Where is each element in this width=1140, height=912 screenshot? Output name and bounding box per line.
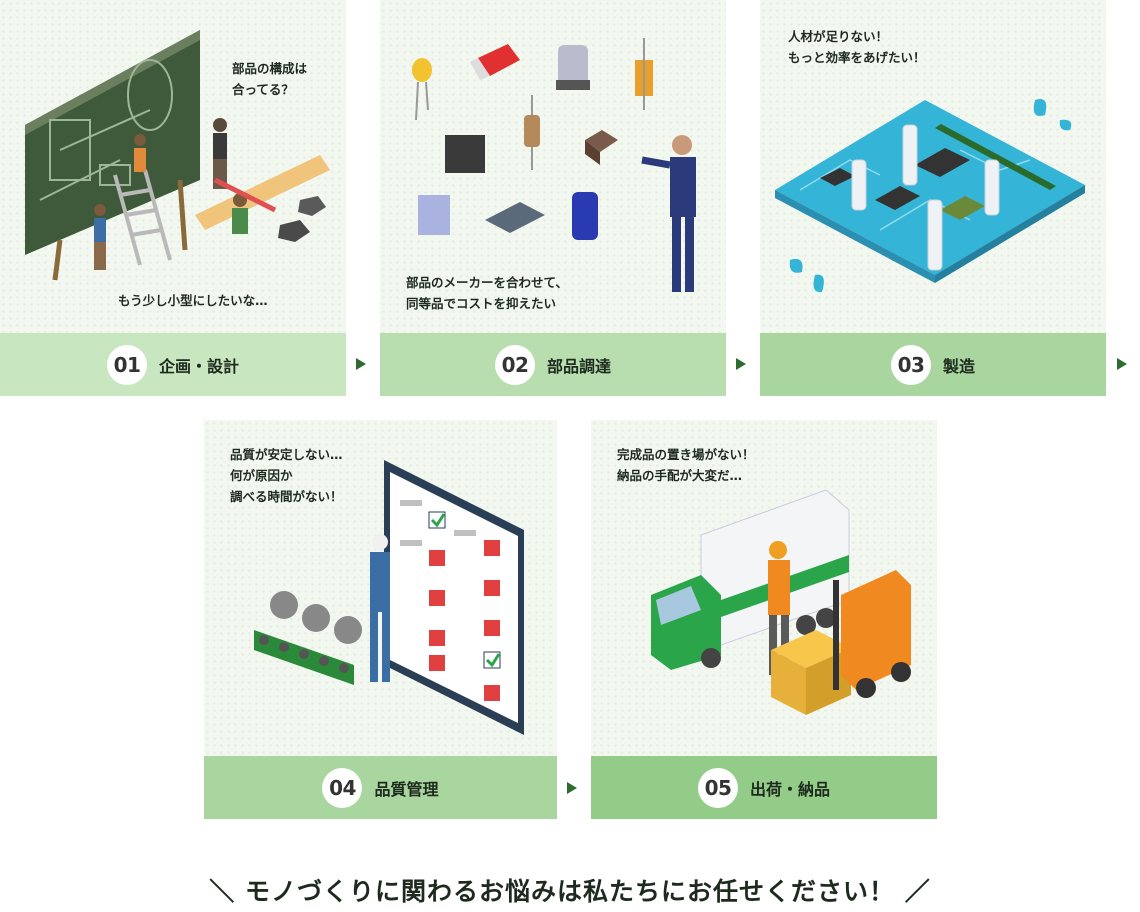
caption-line: 調べる時間がない！ (230, 489, 343, 504)
step-title: 品質管理 (374, 779, 439, 799)
step-number: 04 (322, 767, 363, 808)
caption-line: 同等品でコストを抑えたい (406, 296, 557, 311)
caption-line: 部品の構成は (232, 61, 308, 76)
components-illustration (412, 38, 696, 292)
step-title: 部品調達 (546, 356, 611, 376)
closing-message: ＼ モノづくりに関わるお悩みは私たちにお任せください！ ／ (209, 877, 931, 906)
step-5-issue: 完成品の置き場がない！ 納品の手配が大変だ… (617, 444, 755, 486)
caption-line: 人材が足りない！ (788, 29, 889, 44)
step-number: 01 (106, 344, 147, 385)
step-card-1: 部品の構成は 合ってる？ もう少し小型にしたいな… 01 企画・設計 (0, 0, 346, 396)
next-arrow-icon (1117, 358, 1127, 370)
caption-line: 納品の手配が大変だ… (617, 468, 743, 483)
step-title: 企画・設計 (158, 356, 239, 376)
step-1-question: 部品の構成は 合ってる？ (232, 58, 307, 100)
step-2-issue: 部品のメーカーを合わせて、 同等品でコストを抑えたい (406, 272, 568, 314)
step-card-4: 品質が安定しない… 何が原因か 調べる時間がない！ 04 品質管理 (204, 420, 557, 819)
caption-line: もっと効率をあげたい！ (788, 50, 926, 65)
shipping-illustration (651, 489, 911, 715)
step-card-3: 人材が足りない！ もっと効率をあげたい！ 03 製造 (760, 0, 1106, 396)
next-arrow-icon (736, 358, 746, 370)
step-card-5: 完成品の置き場がない！ 納品の手配が大変だ… 05 出荷・納品 (591, 420, 937, 819)
caption-line: 合ってる？ (232, 82, 294, 97)
caption-line: 完成品の置き場がない！ (617, 447, 755, 462)
step-title: 製造 (942, 356, 975, 376)
caption-line: 何が原因か (230, 468, 293, 483)
step-number: 03 (890, 344, 931, 385)
step-1-wish: もう少し小型にしたいな… (118, 293, 268, 308)
step-number: 02 (494, 344, 535, 385)
next-arrow-icon (356, 358, 366, 370)
step-5-bar: 05 出荷・納品 (591, 756, 937, 819)
step-3-issue: 人材が足りない！ もっと効率をあげたい！ (788, 26, 926, 68)
step-4-issue: 品質が安定しない… 何が原因か 調べる時間がない！ (230, 444, 343, 507)
next-arrow-icon (567, 782, 577, 794)
step-3-bar: 03 製造 (760, 333, 1106, 396)
step-4-bar: 04 品質管理 (204, 756, 557, 819)
step-title: 出荷・納品 (749, 779, 830, 799)
step-2-bar: 02 部品調達 (380, 333, 726, 396)
step-number: 05 (697, 767, 738, 808)
caption-line: 品質が安定しない… (230, 447, 343, 462)
quality-control-illustration (254, 460, 524, 735)
caption-line: 部品のメーカーを合わせて、 (406, 275, 568, 290)
step-1-bar: 01 企画・設計 (0, 333, 346, 396)
design-illustration (25, 30, 330, 281)
step-card-2: 部品のメーカーを合わせて、 同等品でコストを抑えたい 02 部品調達 (380, 0, 726, 396)
manufacturing-illustration (775, 99, 1085, 293)
